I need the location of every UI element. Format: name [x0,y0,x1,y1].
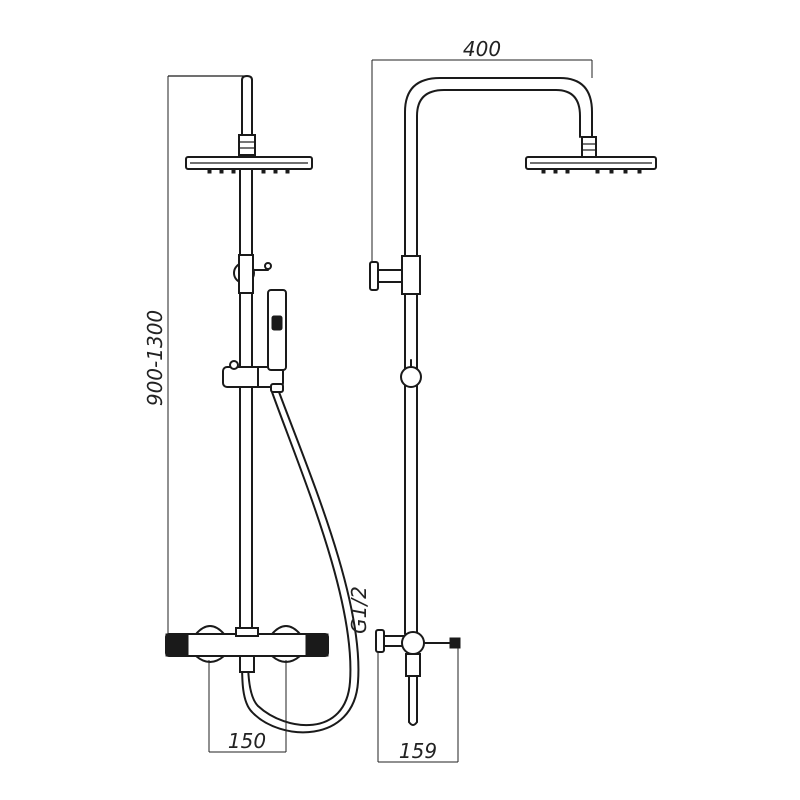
side-mixer-inlet [375,629,461,726]
valve-spacing-dimension: 150 [208,660,287,753]
arm-length-dimension: 400 [371,37,593,262]
front-arm-connector [238,134,256,156]
front-riser-pipe [239,164,253,629]
front-rain-shower-head [185,156,313,174]
front-view: 900-1300 150 [143,75,360,753]
side-view: 400 159 G1/2 [347,37,657,763]
side-riser-pipe [404,293,418,635]
front-hand-shower-holder [222,360,284,388]
side-wall-bracket [369,255,421,295]
front-diverter [233,254,272,294]
side-rain-shower-head [525,156,657,174]
front-shower-hose [247,391,352,727]
arm-length-label: 400 [463,37,501,61]
height-dimension: 900-1300 [143,76,169,634]
valve-spacing-label: 150 [228,729,266,753]
front-thermostatic-mixer [165,625,329,673]
side-holder-knob [400,366,422,388]
wall-offset-dimension: 159 [377,648,459,763]
inlet-thread-label: G1/2 [347,586,371,634]
wall-offset-label: 159 [399,739,437,763]
front-hand-shower [267,289,287,393]
side-arm-connector [581,136,597,158]
side-overhead-arm [404,77,593,256]
height-range-label: 900-1300 [143,310,167,406]
front-upper-arm [168,75,253,136]
